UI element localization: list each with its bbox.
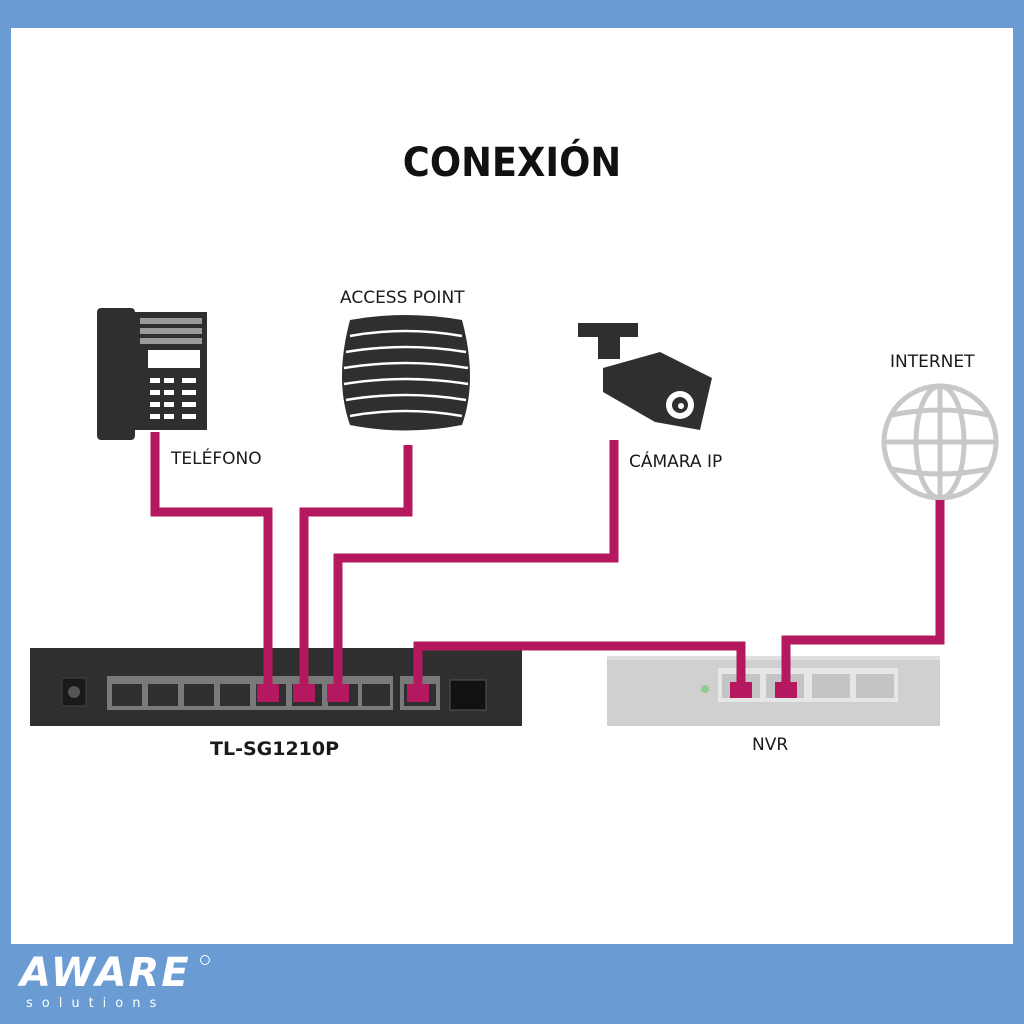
logo-tagline: solutions (26, 996, 166, 1011)
label-camara: CÁMARA IP (629, 452, 723, 472)
label-telefono: TELÉFONO (171, 449, 262, 469)
globe-icon (881, 383, 999, 501)
cable-access-point (299, 445, 413, 692)
label-switch: TL-SG1210P (210, 738, 340, 760)
label-access-point: ACCESS POINT (340, 288, 465, 308)
diagram-panel (11, 28, 1013, 944)
ip-camera-icon (578, 323, 712, 430)
cable-switch-nvr (413, 641, 746, 692)
telephone-icon (97, 308, 207, 440)
cable-telefono (150, 432, 273, 692)
cable-plugs (257, 682, 797, 702)
nvr-icon (607, 656, 940, 726)
label-internet: INTERNET (890, 352, 975, 372)
cable-internet (781, 500, 945, 690)
registered-mark-icon (200, 955, 210, 965)
cables (150, 432, 945, 692)
access-point-icon (342, 315, 470, 431)
logo: AWARE (20, 950, 191, 996)
cable-camara (333, 440, 619, 692)
label-nvr: NVR (752, 735, 789, 755)
diagram-title: CONEXIÓN (402, 140, 622, 186)
